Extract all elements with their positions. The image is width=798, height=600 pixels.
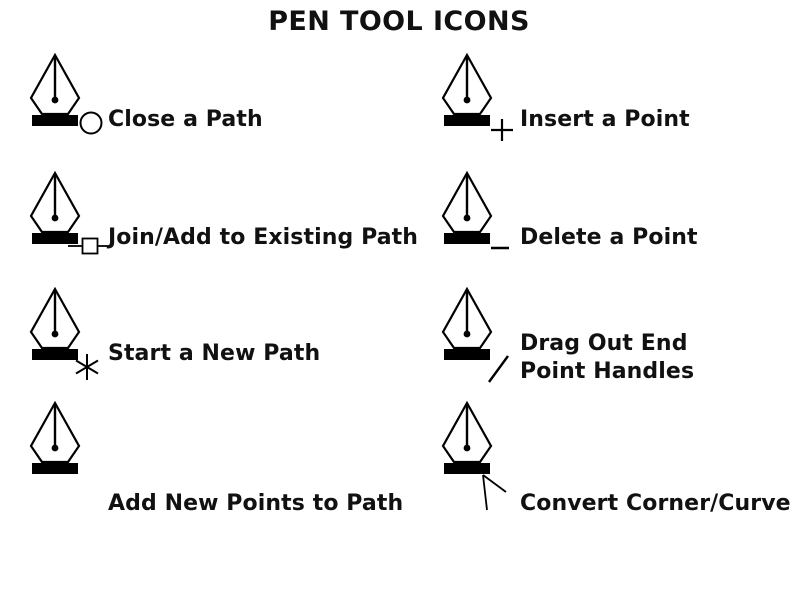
legend-item-label-line: Add New Points to Path: [108, 491, 404, 516]
legend-item-label: Join/Add to Existing Path: [108, 168, 418, 334]
icon-block: [16, 168, 112, 278]
slash-icon: [488, 355, 509, 383]
legend-item-label: Start a New Path: [108, 284, 400, 450]
legend-item-label: Delete a Point: [520, 168, 798, 334]
pen-nib-icon: [441, 170, 493, 244]
pen-tool-icons-sheet: PEN TOOL ICONS Close a Path: [0, 6, 798, 541]
legend-item-add-new-points-to-path[interactable]: Add New Points to Path: [8, 398, 403, 516]
icon-block: [16, 284, 112, 394]
legend-item-convert-corner-curve[interactable]: Convert Corner/Curve: [420, 398, 798, 516]
legend-item-label-line: Delete a Point: [520, 225, 698, 250]
legend-item-label: Add New Points to Path: [108, 398, 404, 600]
legend-item-label: Close a Path: [108, 50, 400, 216]
icon-block: [428, 398, 524, 511]
icon-legend-grid: Close a Path Insert a Poin: [0, 50, 798, 541]
legend-item-delete-a-point[interactable]: Delete a Point: [420, 168, 798, 280]
asterisk-icon: [75, 354, 99, 380]
legend-item-label-line: Close a Path: [108, 107, 263, 132]
pen-nib-icon: [441, 286, 493, 360]
legend-item-join-add-to-existing-path[interactable]: Join/Add to Existing Path: [8, 168, 418, 280]
legend-item-label-line: Drag Out End: [520, 331, 688, 356]
pen-nib-icon: [441, 52, 493, 126]
legend-item-label-line: Convert Corner/Curve: [520, 491, 791, 516]
legend-item-label-line: Start a New Path: [108, 341, 321, 366]
page-title: PEN TOOL ICONS: [268, 6, 530, 37]
circle-icon: [79, 111, 103, 135]
minus-icon: [491, 246, 509, 250]
legend-item-label-line: Join/Add to Existing Path: [108, 225, 419, 250]
anchor-node-square-icon: [68, 237, 112, 255]
legend-item-label-line: Point Handles: [520, 359, 695, 385]
legend-item-label: Convert Corner/Curve: [520, 398, 798, 600]
corner-angle-icon: [482, 474, 507, 511]
pen-nib-icon: [441, 400, 493, 474]
icon-block: [428, 284, 524, 394]
icon-block: [428, 168, 524, 278]
legend-item-close-a-path[interactable]: Close a Path: [8, 50, 403, 162]
pen-nib-icon: [29, 52, 81, 126]
pen-nib-icon: [29, 286, 81, 360]
legend-item-label: Insert a Point: [520, 50, 798, 216]
legend-item-drag-out-end-point-handles[interactable]: Drag Out End Point Handles: [420, 284, 798, 396]
icon-block: [16, 398, 112, 508]
icon-block: [428, 50, 524, 160]
pen-nib-icon: [29, 170, 81, 244]
plus-icon: [491, 119, 513, 141]
legend-item-label-line: Insert a Point: [520, 107, 690, 132]
legend-item-start-a-new-path[interactable]: Start a New Path: [8, 284, 403, 396]
pen-nib-icon: [29, 400, 81, 474]
legend-item-label: Drag Out End Point Handles: [520, 284, 798, 440]
legend-item-insert-a-point[interactable]: Insert a Point: [420, 50, 798, 162]
icon-block: [16, 50, 112, 160]
